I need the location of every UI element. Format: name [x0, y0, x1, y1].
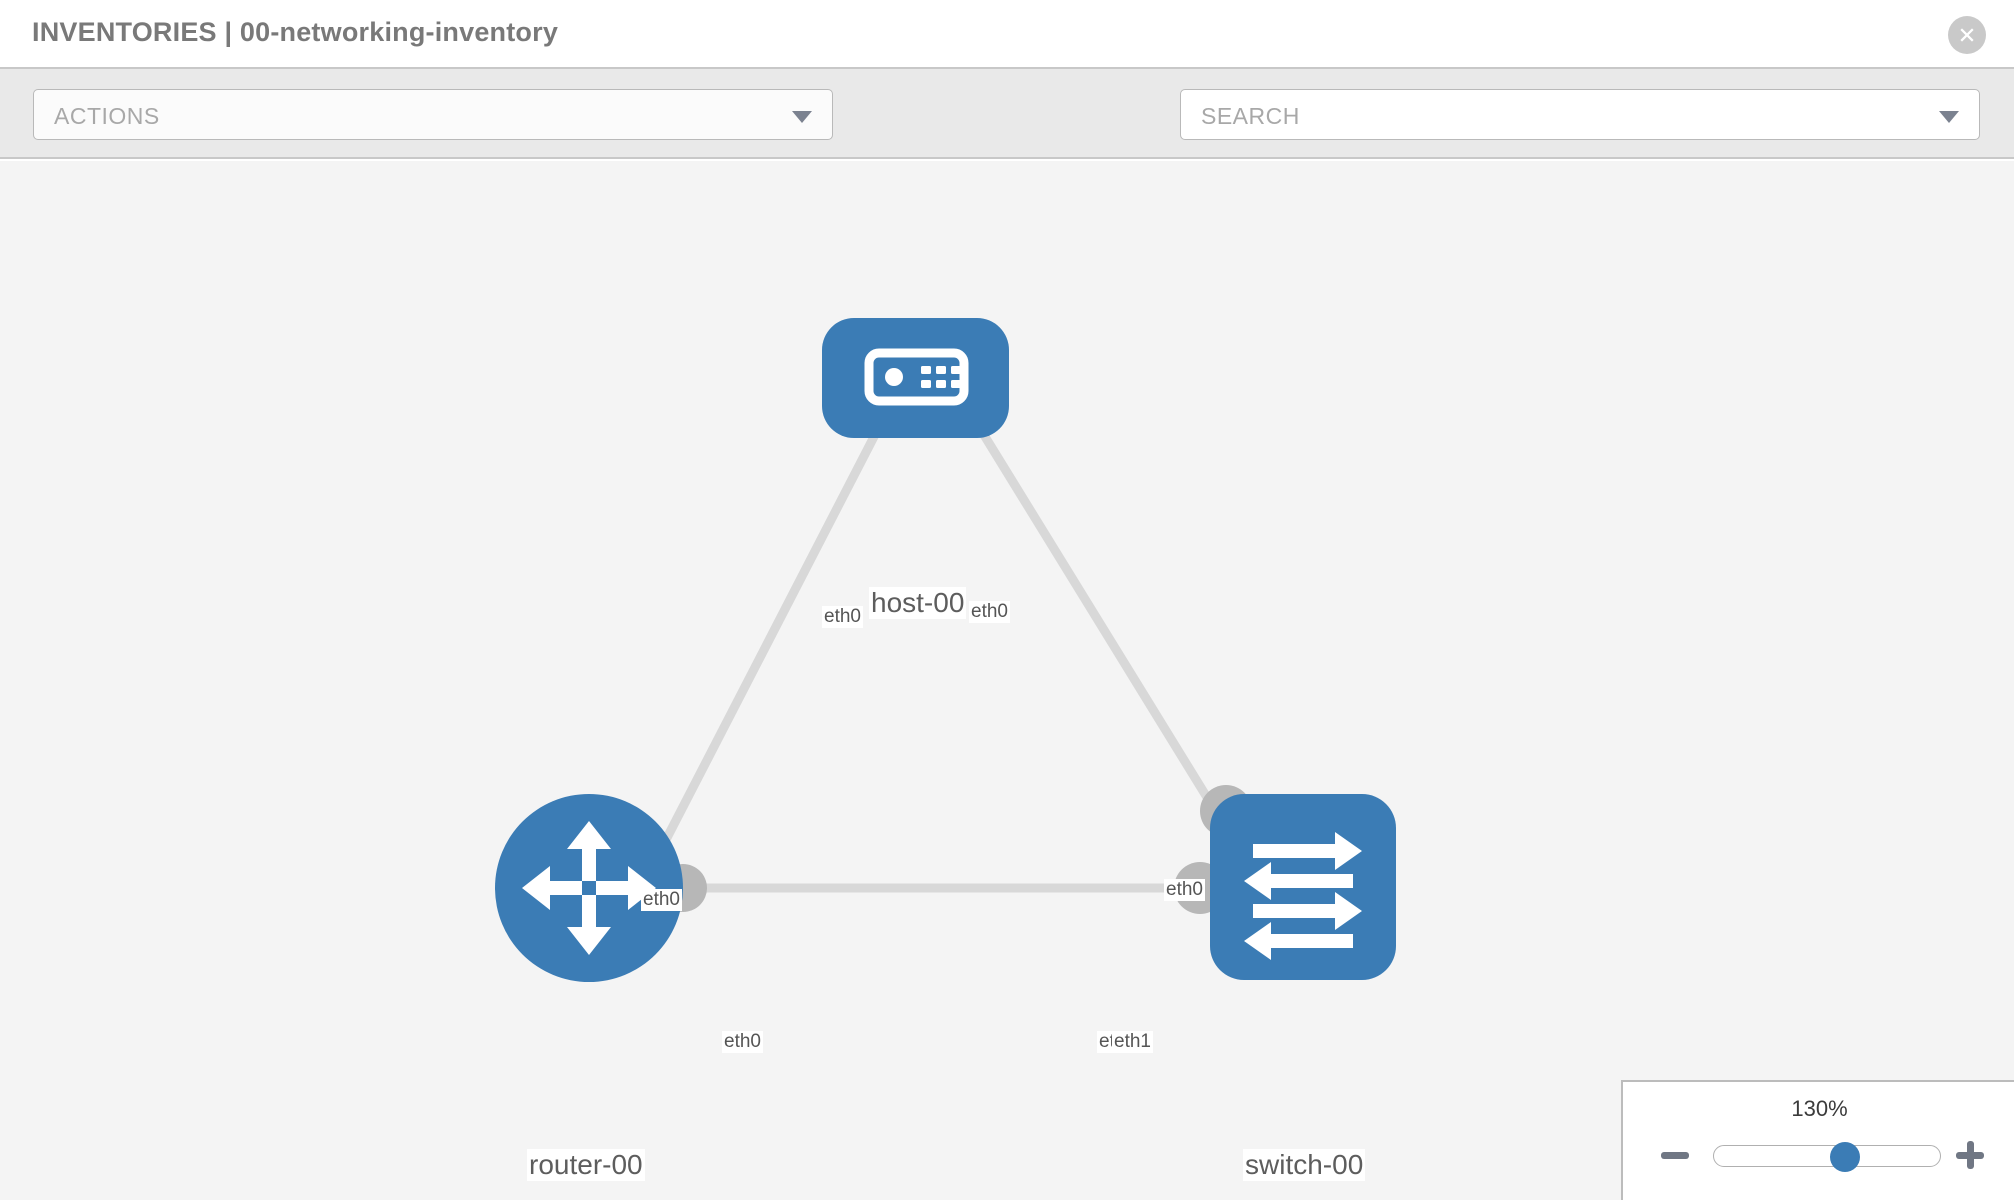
- page-header: INVENTORIES | 00-networking-inventory: [0, 0, 2014, 69]
- port-label-router00-eth0: eth0: [722, 1031, 763, 1053]
- topology-ports: [659, 385, 1252, 914]
- node-router-00[interactable]: [495, 794, 683, 982]
- minus-icon: [1661, 1152, 1689, 1159]
- zoom-percent-label: 130%: [1791, 1096, 1848, 1121]
- node-host-00[interactable]: [822, 318, 1009, 438]
- close-button[interactable]: [1948, 16, 1986, 54]
- port-label-host00-eth0-left: eth0: [822, 606, 863, 628]
- zoom-out-button[interactable]: [1658, 1138, 1692, 1172]
- server-icon: [864, 348, 969, 406]
- port-label-switch00-eth1: eth1: [1112, 1031, 1153, 1053]
- link-host00-switch00[interactable]: [956, 393, 1244, 854]
- zoom-control-panel: 130%: [1621, 1080, 2014, 1200]
- actions-dropdown-value: ACTIONS: [54, 103, 160, 129]
- node-label-router-00: router-00: [527, 1149, 645, 1182]
- port-label-router00-uplink-eth0: eth0: [641, 889, 682, 911]
- zoom-in-button[interactable]: [1953, 1138, 1987, 1172]
- page-title: INVENTORIES | 00-networking-inventory: [32, 17, 559, 47]
- chevron-down-icon: [1939, 111, 1959, 123]
- node-host00-shape[interactable]: [822, 318, 1009, 438]
- topology-links: [651, 393, 1245, 893]
- topology-graph: [495, 318, 1396, 982]
- plus-icon: [1956, 1141, 1984, 1169]
- search-placeholder: SEARCH: [1201, 103, 1300, 129]
- port-label-switch00-uplink-eth0: eth0: [1164, 879, 1205, 901]
- chevron-down-icon: [792, 111, 812, 123]
- link-host00-router00[interactable]: [651, 393, 899, 864]
- close-icon: [1960, 28, 1974, 42]
- switch-icon: [1244, 832, 1362, 960]
- node-label-switch-00: switch-00: [1243, 1149, 1366, 1182]
- zoom-slider-thumb[interactable]: [1830, 1142, 1861, 1172]
- search-input[interactable]: SEARCH: [1180, 89, 1980, 140]
- actions-dropdown[interactable]: ACTIONS: [33, 89, 833, 140]
- zoom-slider-row: [1623, 1134, 2014, 1176]
- node-switch-00[interactable]: [1210, 794, 1396, 980]
- node-label-host-00: host-00: [869, 587, 967, 620]
- port-label-host00-eth0-right: eth0: [969, 601, 1010, 623]
- toolbar: ACTIONS SEARCH: [0, 69, 2014, 202]
- topology-canvas[interactable]: eth0 eth0 eth0 eth0 eth0 eth0 eth1 host-…: [0, 161, 2014, 1200]
- zoom-slider-track[interactable]: [1713, 1142, 1941, 1172]
- node-router00-shape[interactable]: [495, 794, 683, 982]
